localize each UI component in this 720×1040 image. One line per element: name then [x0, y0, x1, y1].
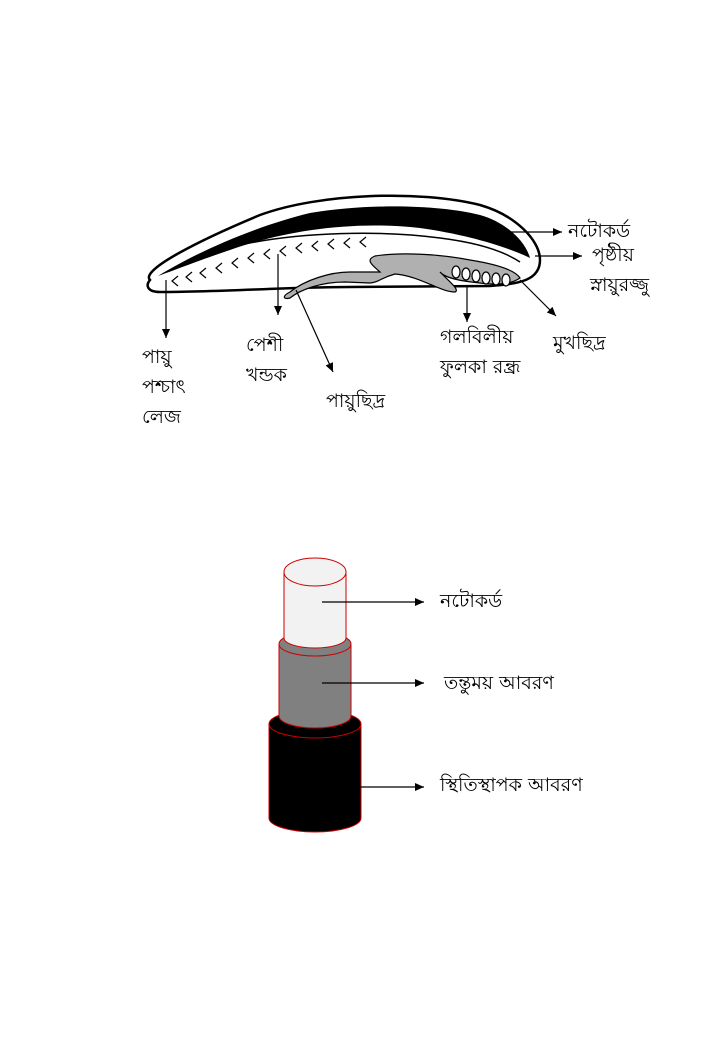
label-tail-3: লেজ: [142, 406, 181, 428]
label-section-fibrous: তন্তুময় আবরণ: [444, 672, 554, 694]
label-tail-2: পশ্চাৎ: [142, 376, 186, 398]
label-gill-slits-2: ফুলকা রন্ধ্র: [440, 356, 521, 378]
label-anus: পায়ুছিদ্র: [326, 390, 386, 412]
label-gill-slits-1: গলবিলীয়: [440, 326, 514, 348]
label-tail-1: পায়ু: [142, 346, 172, 368]
label-section-notochord: নটোকর্ড: [440, 590, 503, 612]
arrow-mouth: [519, 279, 557, 317]
label-dorsal-nerve-cord-1: পৃষ্ঠীয়: [592, 244, 634, 266]
label-myotome-1: পেশী: [246, 334, 284, 356]
label-notochord: নটোকর্ড: [568, 220, 631, 242]
myotome-chevrons: [171, 236, 367, 287]
gill-slits: [451, 265, 511, 287]
label-dorsal-nerve-cord-2: স্নায়ুরজ্জু: [590, 274, 650, 296]
nerve-cord-line: [239, 232, 521, 263]
notochord-core-cylinder: [283, 557, 347, 649]
gut-shape: [283, 253, 521, 300]
label-mouth: মুখছিদ্র: [553, 332, 606, 354]
label-section-elastic: স্থিতিস্থাপক আবরণ: [440, 774, 583, 796]
arrow-anus: [295, 289, 334, 373]
notochord-band: [158, 206, 530, 276]
label-myotome-2: খন্ডক: [246, 364, 287, 386]
